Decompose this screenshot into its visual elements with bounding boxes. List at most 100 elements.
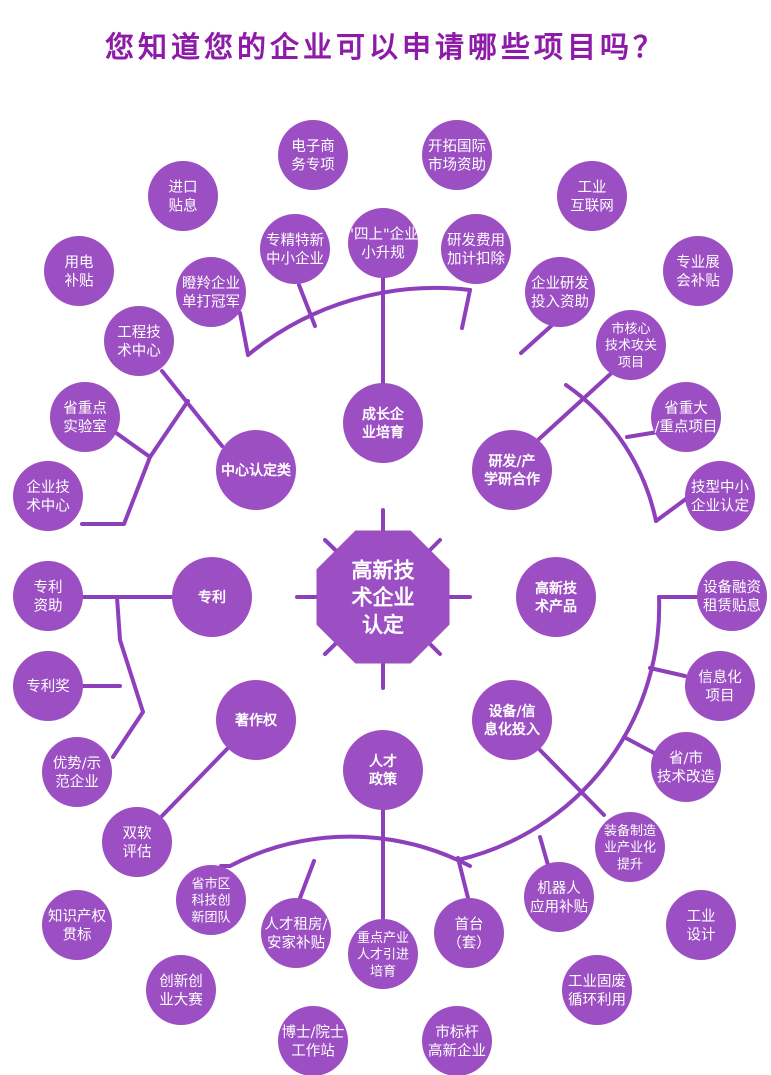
node-label: 优势/示 xyxy=(53,755,101,772)
node-circle xyxy=(44,236,114,306)
node-label: 认定 xyxy=(362,613,404,637)
node-label: 专业展 xyxy=(676,254,720,271)
node-label: 著作权 xyxy=(234,712,278,729)
node-label: 术中心 xyxy=(117,343,161,360)
node-label: 首台 xyxy=(455,916,484,933)
node-label: 省市区 xyxy=(191,876,230,892)
node-circle xyxy=(562,955,632,1025)
node-label: 瞪羚企业 xyxy=(182,274,240,292)
node-circle xyxy=(104,306,174,376)
node-circle xyxy=(278,1006,348,1075)
node-label: 投入资助 xyxy=(531,294,589,311)
node-label: 提升 xyxy=(617,857,643,873)
node-label: 开拓国际 xyxy=(428,138,486,155)
node-label: 工程技 xyxy=(117,324,161,341)
node-label: 人才 xyxy=(369,753,397,770)
leaf-node-talent-housing: 人才租房/安家补贴 xyxy=(261,898,331,968)
node-circle xyxy=(651,732,721,802)
node-label: 知识产权 xyxy=(48,908,106,925)
node-label: （套） xyxy=(447,935,491,952)
cert-stem-line xyxy=(160,369,224,448)
node-label: 市核心 xyxy=(611,321,650,337)
node-label: 研发/产 xyxy=(488,453,535,470)
node-circle xyxy=(172,557,252,637)
node-circle xyxy=(557,161,627,231)
node-circle xyxy=(472,430,552,510)
branch-line xyxy=(648,666,687,678)
node-circle xyxy=(663,236,733,306)
node-circle xyxy=(434,898,504,968)
node-label: 贯标 xyxy=(63,927,92,944)
node-label: 用电 xyxy=(65,254,94,271)
node-label: 加计扣除 xyxy=(447,251,505,268)
node-label: 企业认定 xyxy=(691,497,749,515)
node-label: 业大赛 xyxy=(159,992,203,1009)
node-circle xyxy=(50,382,120,452)
node-label: 新团队 xyxy=(191,910,230,926)
node-label: 学研合作 xyxy=(484,471,540,488)
branch-line xyxy=(238,311,250,357)
hub-node-copyright: 著作权 xyxy=(216,680,296,760)
node-circle xyxy=(472,680,552,760)
cert-bracket-line xyxy=(80,399,190,526)
node-label: 重点产业 xyxy=(357,930,409,946)
node-circle xyxy=(685,651,755,721)
leaf-node-major-project: 省重大/重点项目 xyxy=(651,382,721,452)
copyright-stem-line xyxy=(160,746,230,818)
node-circle xyxy=(13,651,83,721)
node-label: 装备制造 xyxy=(604,823,656,839)
node-circle xyxy=(524,862,594,932)
node-label: 业培育 xyxy=(362,424,404,441)
node-label: 政策 xyxy=(369,771,398,788)
branch-line xyxy=(298,859,316,900)
node-label: 高新技 xyxy=(535,580,578,597)
node-circle xyxy=(343,383,423,463)
growth-arc-line xyxy=(246,286,472,357)
node-circle xyxy=(422,120,492,190)
node-circle xyxy=(525,257,595,327)
node-label: 省/市 xyxy=(669,750,703,767)
leaf-node-patent-award: 专利奖 xyxy=(13,651,83,721)
node-label: 设备融资 xyxy=(703,579,761,596)
node-label: 补贴 xyxy=(65,273,94,290)
node-label: "四上"企业 xyxy=(347,225,418,243)
node-circle xyxy=(348,919,418,989)
node-label: 单打冠军 xyxy=(182,294,240,311)
node-label: /重点项目 xyxy=(655,419,718,436)
node-label: 电子商 xyxy=(291,138,335,155)
node-label: 专利奖 xyxy=(26,678,70,695)
node-label: 培育 xyxy=(370,964,396,980)
node-circle xyxy=(13,561,83,631)
page-title: 您知道您的企业可以申请哪些项目吗？ xyxy=(104,30,666,64)
node-label: 评估 xyxy=(123,844,152,861)
node-label: 术产品 xyxy=(535,598,577,615)
node-label: 专利 xyxy=(34,579,63,596)
node-label: 工业 xyxy=(687,908,716,925)
node-label: 省重点 xyxy=(63,400,107,417)
node-label: 项目 xyxy=(706,689,735,705)
node-circle xyxy=(441,214,511,284)
hub-node-patent: 专利 xyxy=(172,557,252,637)
